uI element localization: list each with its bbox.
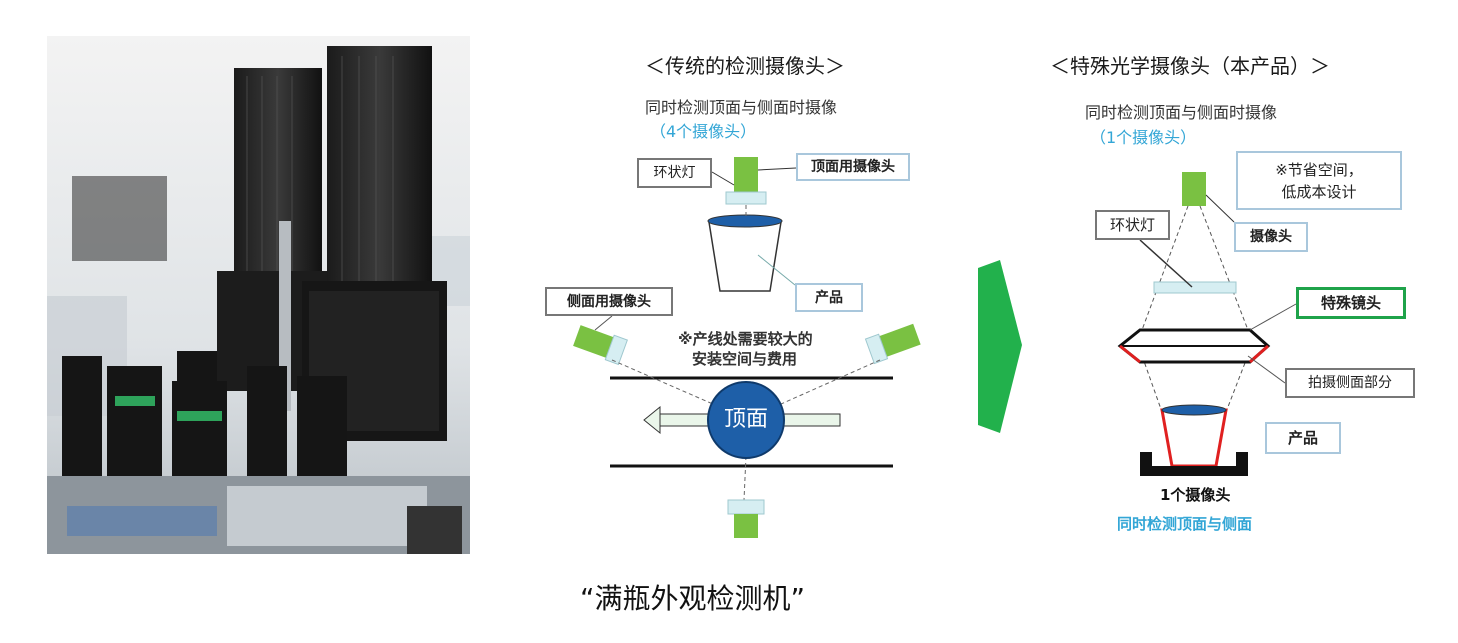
- cup-holder-icon: [1140, 452, 1248, 476]
- bottom-ring-light-icon: [727, 499, 765, 515]
- note-line-2: 安装空间与费用: [692, 350, 798, 368]
- transition-arrow-icon: [978, 260, 1022, 433]
- top-camera-label: 顶面用摄像头: [796, 153, 910, 181]
- special-camera-icon: [1182, 172, 1206, 206]
- special-cup-top-surface: [1161, 404, 1227, 416]
- note-line-1: ※产线处需要较大的: [678, 330, 813, 348]
- simultaneous-label: 同时检测顶面与侧面: [1117, 515, 1253, 533]
- camera-label: 摄像头: [1234, 222, 1308, 252]
- camera-sightlines: [611, 205, 881, 501]
- special-product-cup-icon: [1160, 408, 1228, 468]
- special-lens-icon: [1117, 328, 1271, 364]
- side-part-label: 拍摄侧面部分: [1285, 368, 1415, 398]
- machine-caption: “满瓶外观检测机”: [580, 582, 806, 615]
- side-camera-left-icon: [573, 325, 628, 366]
- side-camera-pointer: [594, 315, 613, 331]
- top-camera-pointer: [757, 167, 797, 171]
- saving-note-line-2: 低成本设计: [1281, 182, 1357, 201]
- right-camera-count: （1个摄像头）: [1090, 128, 1197, 147]
- camera-pointer: [1205, 194, 1235, 223]
- special-lens-label: 特殊镜头: [1296, 287, 1406, 319]
- right-title: ＜特殊光学摄像头（本产品）＞: [1050, 54, 1330, 78]
- side-camera-label: 侧面用摄像头: [545, 287, 673, 316]
- side-part-pointer: [1247, 355, 1286, 384]
- side-camera-right-icon: [864, 323, 921, 365]
- bottom-camera-icon: [734, 514, 758, 538]
- ring-light-icon: [725, 191, 767, 205]
- left-product-label: 产品: [795, 283, 863, 312]
- saving-note-line-1: ※节省空间，: [1275, 160, 1363, 179]
- left-ring-light-label: 环状灯: [637, 158, 712, 188]
- right-subtitle: 同时检测顶面与侧面时摄像: [1085, 103, 1278, 122]
- product-cup-icon: [708, 221, 782, 292]
- top-face-label: 顶面: [724, 407, 769, 432]
- top-face-circle: [707, 381, 785, 459]
- product-pointer: [757, 254, 796, 286]
- machine-illustration: [47, 36, 470, 554]
- left-title: ＜传统的检测摄像头＞: [645, 54, 845, 78]
- left-camera-count: （4个摄像头）: [650, 122, 757, 141]
- left-subtitle: 同时检测顶面与侧面时摄像: [645, 98, 838, 117]
- right-ring-light-label: 环状灯: [1095, 210, 1170, 240]
- special-ring-light-icon: [1153, 281, 1237, 294]
- right-product-label: 产品: [1265, 422, 1341, 454]
- lens-pointer: [1249, 303, 1297, 331]
- one-camera-label: 1个摄像头: [1160, 486, 1231, 504]
- saving-note-box: ※节省空间， 低成本设计: [1236, 151, 1402, 210]
- ring-light-pointer: [711, 171, 735, 186]
- ring-light-pointer-right: [1139, 239, 1193, 288]
- cup-top-surface: [707, 214, 783, 228]
- top-camera-icon: [734, 157, 758, 193]
- machine-photo: [47, 36, 470, 554]
